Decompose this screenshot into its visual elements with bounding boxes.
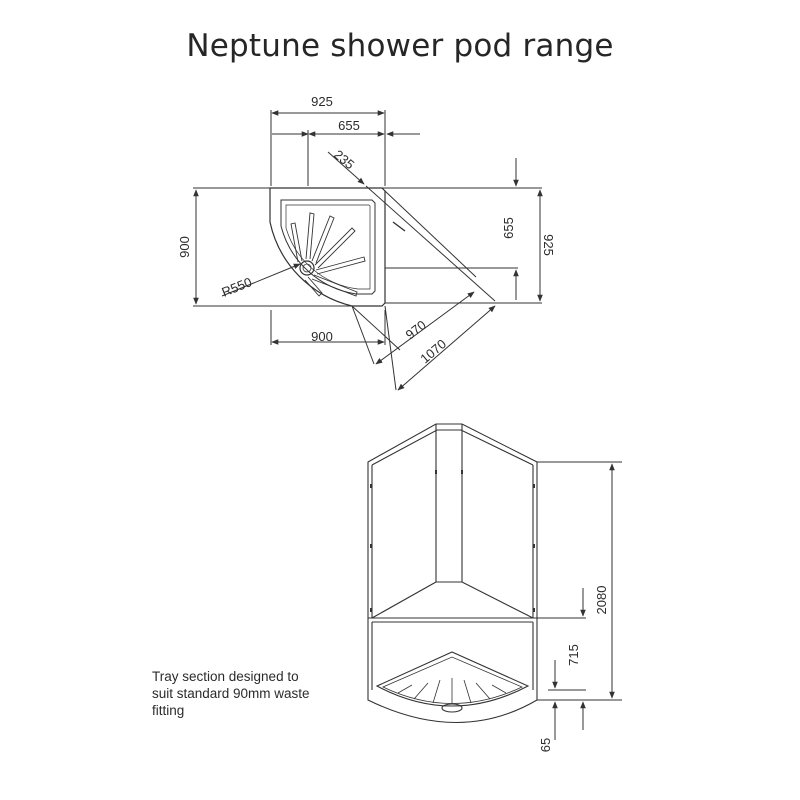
- label-r550: R550: [220, 274, 254, 300]
- label-900-left: 900: [177, 236, 192, 258]
- tray-note-line-1: Tray section designed to: [152, 669, 299, 684]
- label-1070: 1070: [417, 336, 449, 366]
- label-925-right: 925: [541, 234, 556, 256]
- plan-view: [193, 110, 542, 351]
- tray-note: Tray section designed to suit standard 9…: [152, 668, 352, 719]
- label-655-top: 655: [338, 118, 360, 133]
- dim-line-235: [327, 151, 365, 185]
- elevation-dimensions: [537, 461, 622, 740]
- label-925-top: 925: [311, 94, 333, 109]
- plan-dimensions: [193, 110, 543, 391]
- label-970: 970: [403, 317, 429, 342]
- label-900-bottom: 900: [311, 329, 333, 344]
- label-235: 235: [331, 147, 357, 172]
- tray-outline: [269, 187, 386, 307]
- elevation-drain: [441, 703, 463, 713]
- elevation-channels: [397, 678, 507, 704]
- tray-note-line-3: fitting: [152, 703, 185, 718]
- elevation-labels: 2080 715 65: [538, 586, 609, 753]
- label-65: 65: [538, 738, 553, 752]
- plan-labels: 925 655 235 900 R550 900 970 1070 655 92…: [177, 94, 556, 366]
- elevation-view: [367, 423, 538, 724]
- tray-inner: [280, 199, 376, 295]
- elevation-tray: [375, 651, 530, 707]
- label-655-right: 655: [501, 217, 516, 239]
- label-2080: 2080: [594, 586, 609, 615]
- tray-note-line-2: suit standard 90mm waste: [152, 686, 310, 701]
- page-title: Neptune shower pod range: [186, 28, 614, 64]
- dim-line-r550: [221, 263, 301, 297]
- dim-line-1070: [397, 305, 496, 391]
- pod-outline: [367, 423, 538, 724]
- tray-channels: [290, 212, 366, 297]
- label-715: 715: [566, 644, 581, 666]
